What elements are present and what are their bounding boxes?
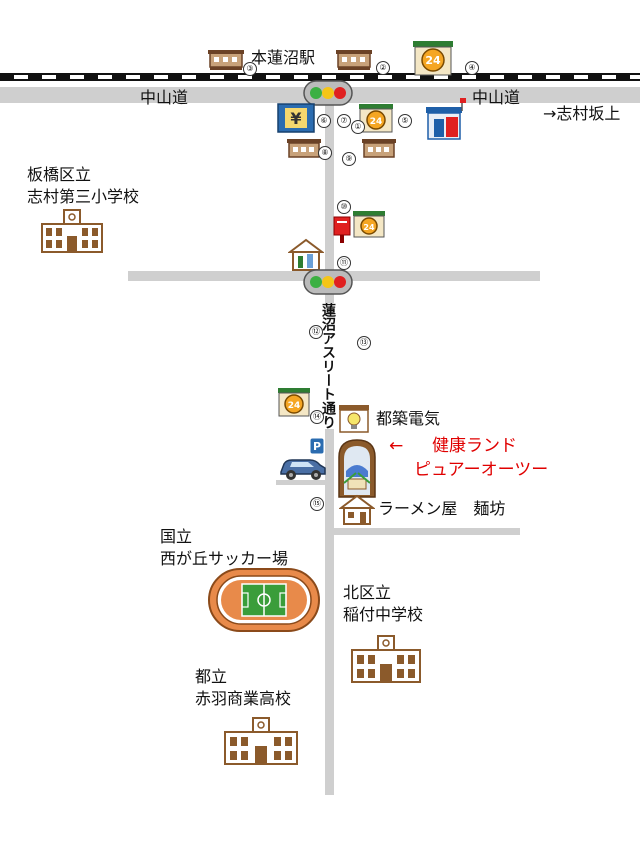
marker-3: ③ [243,62,257,76]
ramen-shop-icon [339,494,375,525]
electric-store-icon [339,405,369,433]
marker-8: ⑧ [318,146,332,160]
marker-2: ② [376,61,390,75]
liquor-shop-icon [288,238,324,271]
marker-10: ⑩ [337,200,351,214]
health-land-label-line2: ピュアーオーツー [414,460,549,480]
convenience-store-icon: 24 [278,388,310,417]
stadium-label-line1: 国立 [160,527,193,546]
marker-7: ⑦ [337,114,351,128]
marker-5: ⑤ [398,114,412,128]
ramen-shop-label: ラーメン屋 麺坊 [378,499,506,518]
convenience-store-icon: 24 [359,104,393,133]
side-road [330,528,520,535]
school1-label-line1: 板橋区立 [27,165,92,184]
school2-label-line1: 北区立 [343,583,392,602]
shimura-direction-label: →志村坂上 [543,104,621,123]
health-land-arrow: ← [389,436,404,456]
postbox-icon [333,216,351,243]
stadium-label-line2: 西が丘サッカー場 [160,549,289,568]
marker-1: ① [351,120,365,134]
main-street-road [325,95,334,795]
school3-label-line1: 都立 [195,667,228,686]
street-name-label: 蓮沼アスリート通り [320,303,336,429]
traffic-light-icon [303,269,353,295]
nakasendo-label-left: 中山道 [140,88,189,107]
marker-12: ⑫ [309,325,323,339]
parking-road [276,480,326,485]
school1-label-line2: 志村第三小学校 [27,187,140,206]
svg-text:24: 24 [363,223,375,232]
station-icon [208,50,244,70]
gas-station-icon [426,98,466,140]
school-icon [41,209,103,253]
school-icon [224,717,298,765]
marker-13: ⑬ [357,336,371,350]
shop-icon [287,139,321,158]
station-icon [336,50,372,70]
svg-text:P: P [313,440,321,453]
school-icon [351,635,421,683]
health-land-label-line1: 健康ランド [432,436,517,456]
marker-6: ⑥ [317,114,331,128]
svg-text:24: 24 [288,401,301,411]
bank-icon: ¥ [277,103,315,133]
marker-15: ⑮ [310,497,324,511]
school3-label-line2: 赤羽商業高校 [195,689,292,708]
marker-4: ④ [465,61,479,75]
station-label: 本蓮沼駅 [251,48,316,67]
convenience-text: 24 [425,54,441,67]
convenience-store-icon: 24 [413,41,453,76]
traffic-light-icon [303,80,353,106]
nakasendo-label-right: 中山道 [472,88,521,107]
bathhouse-icon [338,439,376,498]
soccer-stadium-icon [208,568,320,632]
convenience-store-icon: 24 [353,211,385,238]
parking-icon: P [310,438,324,454]
marker-14: ⑭ [310,410,324,424]
svg-text:24: 24 [370,117,383,127]
school2-label-line2: 稲付中学校 [343,605,424,624]
shop-icon [362,139,396,158]
railway-track [0,73,640,81]
car-icon [280,459,326,480]
marker-11: ⑪ [337,256,351,270]
bank-text: ¥ [290,109,301,128]
electric-store-label: 都築電気 [376,409,441,428]
marker-9: ⑨ [342,152,356,166]
